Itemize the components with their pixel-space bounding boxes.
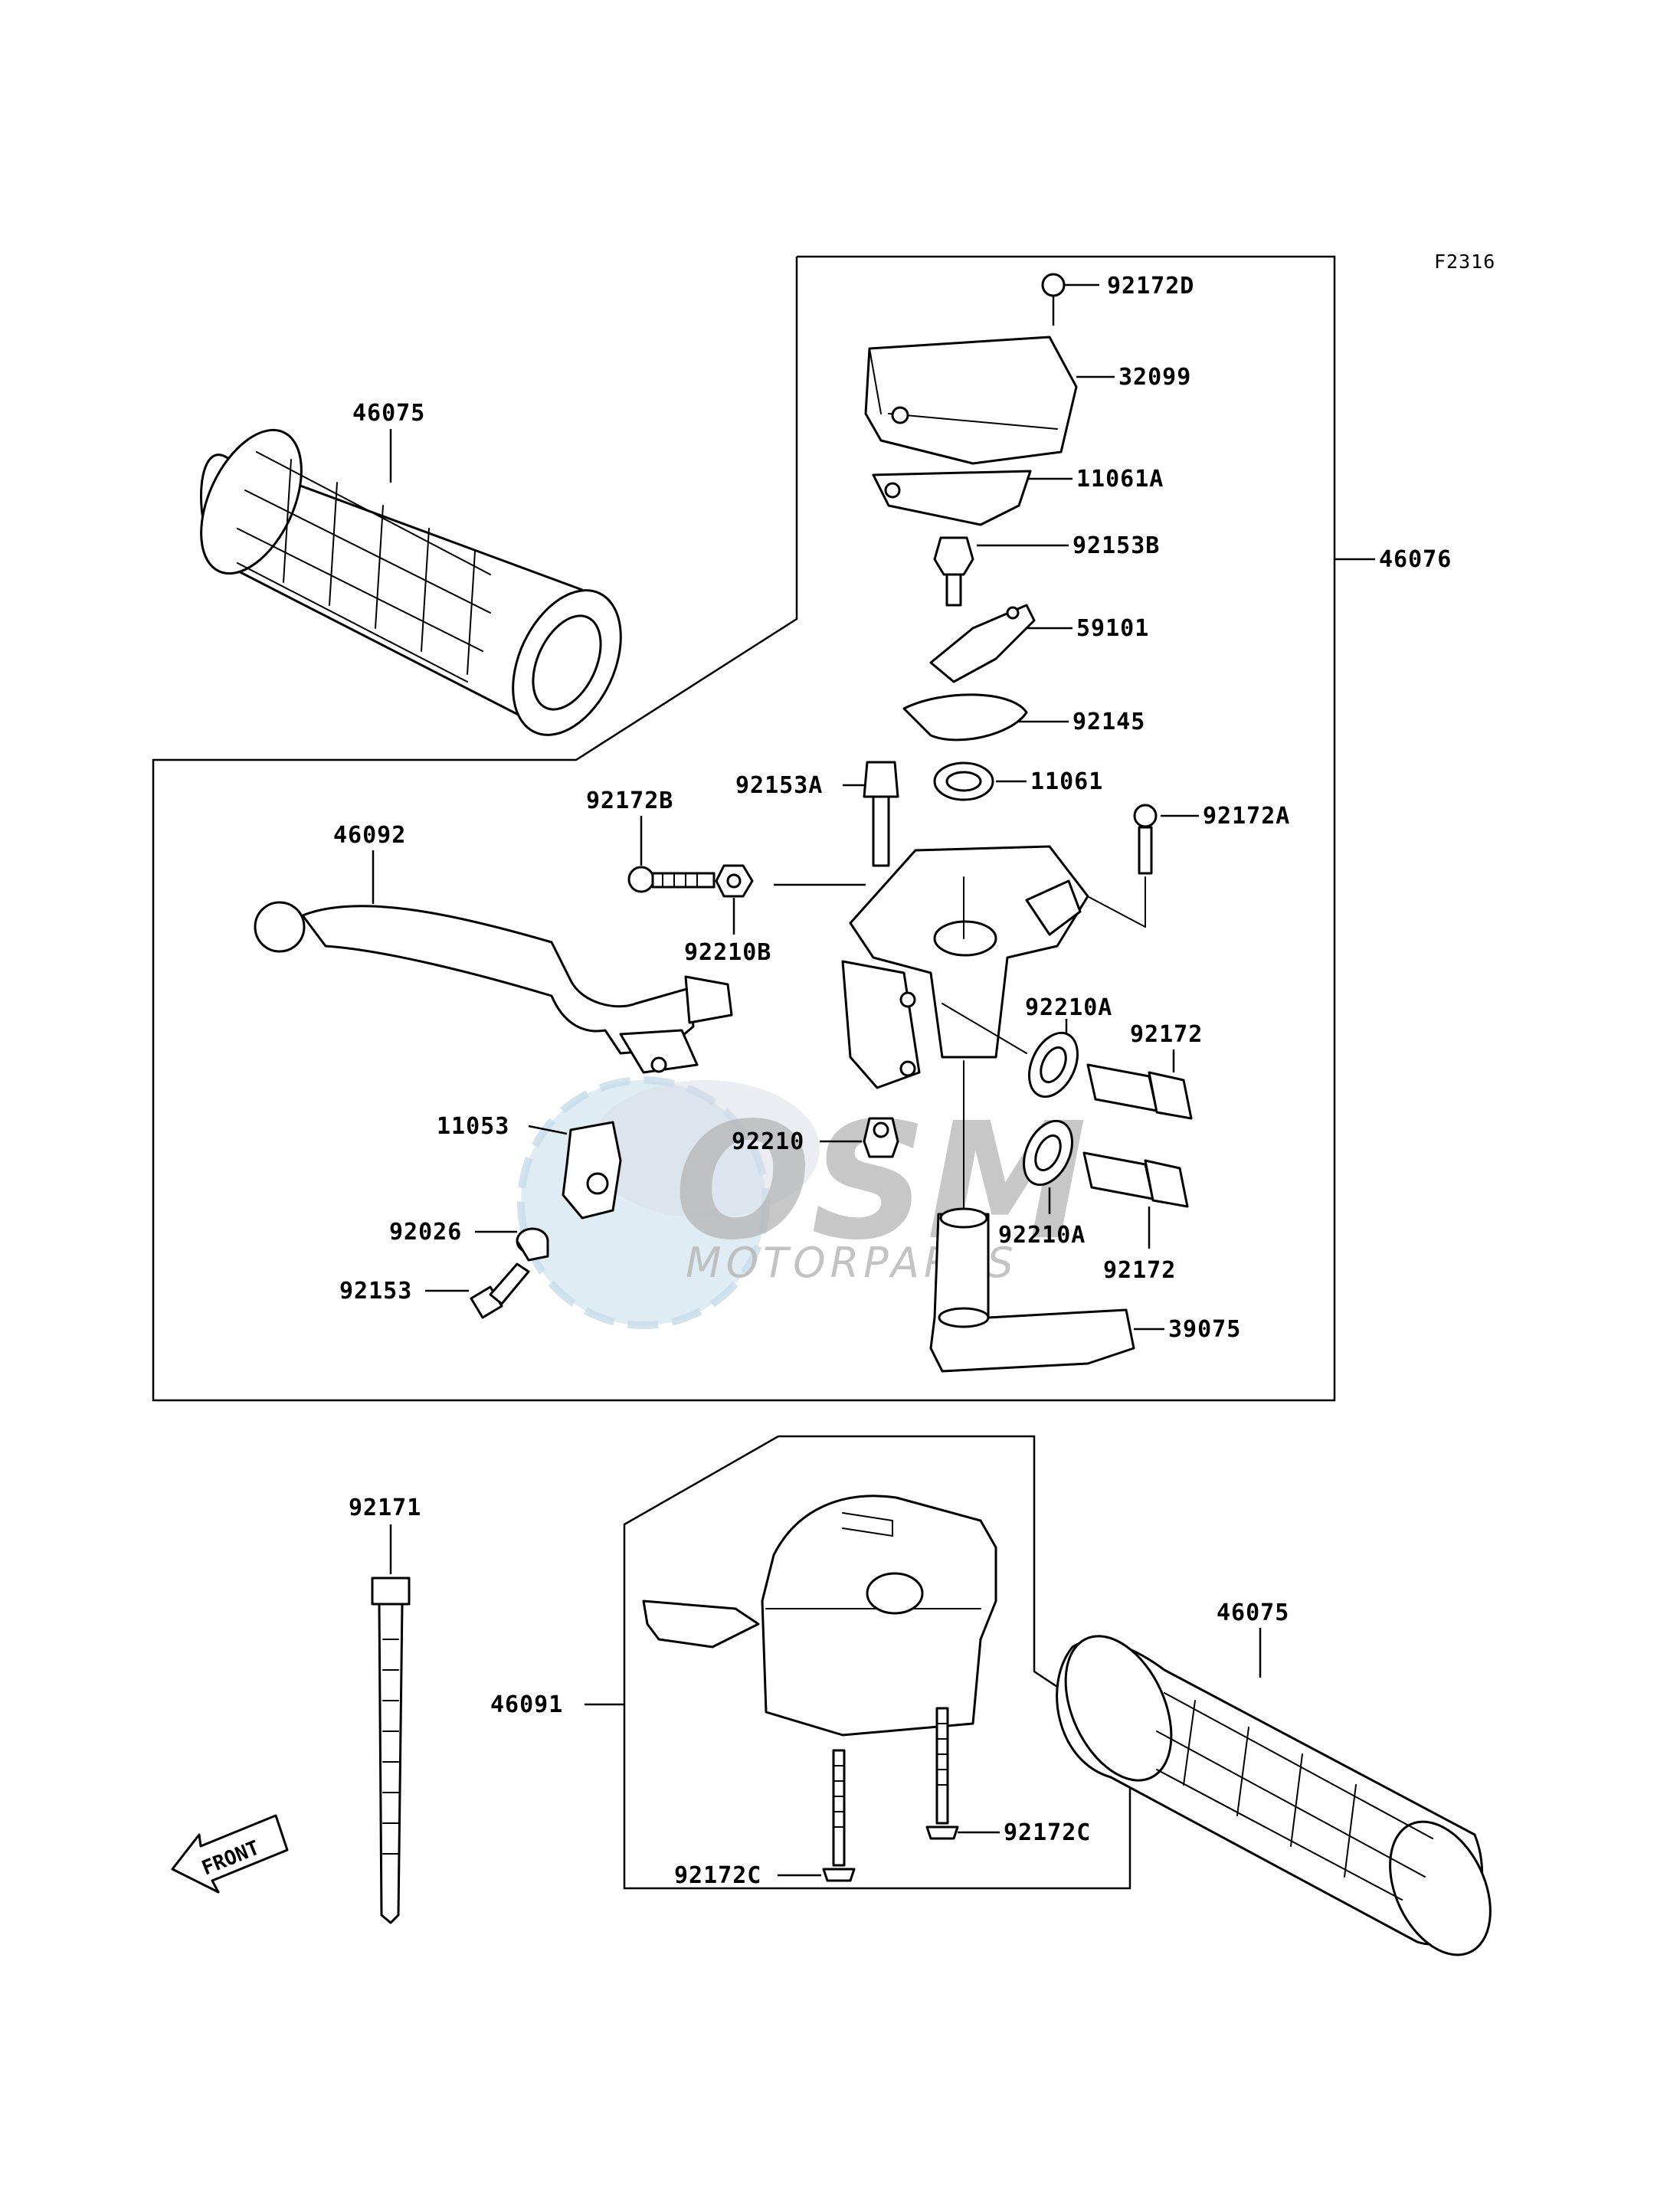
label-39075: 39075 — [1168, 1316, 1241, 1343]
gasket-11061A — [872, 470, 1032, 526]
screw-92172C-right — [925, 1707, 959, 1840]
bolt-92153B — [933, 536, 974, 607]
label-92210: 92210 — [732, 1128, 804, 1155]
label-92210A-top: 92210A — [1025, 994, 1112, 1021]
screw-92172C-left — [822, 1749, 856, 1882]
label-32099: 32099 — [1118, 364, 1191, 391]
label-92171: 92171 — [349, 1495, 421, 1521]
label-92153: 92153 — [339, 1278, 412, 1305]
seal-11061 — [933, 761, 994, 801]
lever-46092 — [254, 901, 733, 1074]
label-11061A: 11061A — [1076, 466, 1164, 493]
label-46076: 46076 — [1379, 546, 1452, 573]
label-92210B: 92210B — [684, 939, 771, 966]
screw-92172A — [1133, 804, 1158, 875]
diagram-code: F2316 — [1434, 250, 1495, 273]
collar-11053 — [562, 1121, 622, 1220]
label-46091: 46091 — [490, 1691, 563, 1718]
label-92026: 92026 — [389, 1219, 462, 1246]
label-11053: 11053 — [437, 1113, 509, 1140]
label-92172C-left: 92172C — [674, 1862, 761, 1889]
nut-92210 — [863, 1117, 899, 1158]
nut-92210A-bottom — [1023, 1119, 1073, 1187]
screw-92172D — [1041, 273, 1066, 326]
front-arrow: FRONT — [171, 1814, 289, 1894]
label-92172B: 92172B — [586, 787, 673, 814]
label-92172-top: 92172 — [1130, 1021, 1203, 1048]
assembly-46091-outline — [623, 1435, 1131, 1890]
cover-32099 — [864, 336, 1078, 465]
label-92172-bottom: 92172 — [1103, 1257, 1176, 1284]
bolt-92153 — [470, 1262, 530, 1319]
bolt-92172B — [627, 866, 716, 893]
label-46075-bottom: 46075 — [1217, 1599, 1289, 1626]
switch-housing-46091 — [642, 1495, 997, 1737]
clip-92145 — [902, 693, 1028, 742]
label-46075-top: 46075 — [352, 400, 425, 427]
master-cylinder-body — [841, 845, 1089, 1089]
assembly-46076-outline — [152, 255, 1336, 1402]
lever-39075 — [929, 1207, 1135, 1373]
cable-tie-92171 — [371, 1577, 411, 1924]
watermark-swoosh — [590, 1080, 820, 1218]
label-11061: 11061 — [1030, 768, 1103, 795]
adjuster-92172-bottom — [1082, 1151, 1189, 1208]
label-92210A-bottom: 92210A — [998, 1222, 1086, 1249]
bracket-59101 — [929, 604, 1036, 683]
label-46092: 46092 — [333, 822, 406, 849]
label-92145: 92145 — [1073, 709, 1145, 735]
nut-92210A-top — [1028, 1031, 1079, 1098]
label-92172C-right: 92172C — [1004, 1819, 1091, 1846]
grip-46075-bottom — [1056, 1635, 1492, 1956]
label-59101: 59101 — [1076, 615, 1149, 642]
bolt-92153A — [863, 761, 899, 867]
label-92172D: 92172D — [1107, 273, 1194, 300]
grip-46075-top — [200, 428, 622, 736]
adjuster-92172-top — [1086, 1063, 1193, 1120]
nut-92210B — [715, 864, 754, 898]
spacer-92026 — [516, 1227, 549, 1262]
label-92153B: 92153B — [1073, 532, 1160, 559]
label-92153A: 92153A — [735, 772, 823, 799]
label-92172A: 92172A — [1203, 803, 1290, 830]
